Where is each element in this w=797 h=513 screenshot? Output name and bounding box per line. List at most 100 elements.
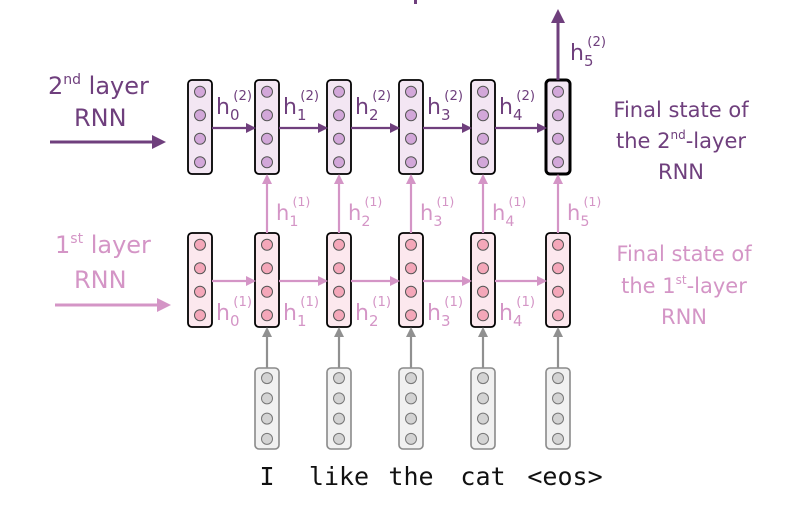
layer2-cell-2-unit-4 [333, 156, 345, 169]
layer2-cell-0-unit-4 [194, 156, 206, 169]
layer2-cell-0-unit-2 [194, 109, 206, 122]
vertical-state-label-2: h2(1) [348, 194, 382, 230]
layer2-cell-1-unit-4 [261, 156, 273, 169]
layer1-cell-0-unit-4 [194, 309, 206, 322]
input-cell-4-unit-3 [477, 412, 489, 425]
input-cell-2-unit-2 [333, 392, 345, 405]
layer1-cell-0 [187, 232, 213, 328]
input-word-5: <eos> [527, 462, 602, 491]
vertical-state-label-4: h4(1) [492, 194, 526, 230]
layer1-cell-2 [326, 232, 352, 328]
layer2-cell-4 [470, 79, 496, 175]
network: h0(2)h1(2)h2(2)h3(2)h4(2)h0(1)h1(1)h2(1)… [187, 9, 606, 491]
input-cell-3 [398, 367, 424, 450]
layer1-left-label: 1st layer RNN [55, 231, 151, 294]
layer2-cell-3-unit-2 [405, 109, 417, 122]
input-cell-2-unit-3 [333, 412, 345, 425]
layer1-cell-4-unit-2 [477, 262, 489, 275]
layer2-state-label-4: h4(2) [499, 89, 535, 124]
layer2-cell-0-unit-3 [194, 132, 206, 145]
layer2-cell-5 [544, 78, 572, 176]
layer2-cell-1-unit-1 [261, 85, 273, 98]
layer2-cell-1-unit-3 [261, 132, 273, 145]
layer1-cell-1-unit-2 [261, 262, 273, 275]
layer1-cell-1-unit-1 [261, 238, 273, 251]
layer1-state-label-1: h1(1) [283, 295, 319, 330]
layer2-cell-0 [187, 79, 213, 175]
input-cell-1-unit-1 [261, 372, 273, 385]
cropped-top-arrow [414, 0, 417, 4]
layer1-state-label-3: h3(1) [427, 295, 463, 330]
layer2-cell-0-unit-1 [194, 85, 206, 98]
input-cell-1-unit-2 [261, 392, 273, 405]
layer2-cell-4-unit-3 [477, 132, 489, 145]
output-state-label: h5(2) [570, 35, 606, 70]
layer1-left-label-line2: RNN [74, 266, 127, 294]
layer2-left-label-line2: RNN [74, 104, 127, 132]
layer1-cell-2-unit-4 [333, 309, 345, 322]
layer1-state-label-4: h4(1) [499, 295, 535, 330]
layer2-cell-3 [398, 79, 424, 175]
layer1-final-label-line2: the 1st-layer [621, 273, 747, 298]
layer2-final-state-label: Final state of the 2nd-layer RNN [613, 98, 749, 184]
input-cell-1-unit-4 [261, 432, 273, 445]
input-cell-4 [470, 367, 496, 450]
layer1-cell-5-unit-3 [552, 285, 564, 298]
layer2-final-label-line3: RNN [658, 160, 704, 184]
layer2-state-label-2: h2(2) [355, 89, 391, 124]
layer1-cell-0-unit-3 [194, 285, 206, 298]
input-cell-2-unit-4 [333, 432, 345, 445]
layer2-cell-5-unit-4 [552, 156, 564, 169]
layer2-cell-1 [254, 79, 280, 175]
layer1-cell-5-unit-2 [552, 262, 564, 275]
layer2-state-label-3: h3(2) [427, 89, 463, 124]
layer1-cell-1-unit-4 [261, 309, 273, 322]
layer2-cell-4-unit-1 [477, 85, 489, 98]
layer1-cell-0-unit-2 [194, 262, 206, 275]
layer2-cell-2-unit-2 [333, 109, 345, 122]
layer1-cell-4-unit-4 [477, 309, 489, 322]
input-word-3: the [388, 462, 433, 491]
layer1-cell-3 [398, 232, 424, 328]
layer2-cell-3-unit-1 [405, 85, 417, 98]
input-cell-2 [326, 367, 352, 450]
input-word-1: I [259, 462, 274, 491]
input-word-4: cat [460, 462, 505, 491]
layer2-cell-2 [326, 79, 352, 175]
vertical-state-label-5: h5(1) [567, 194, 601, 230]
layer1-cell-4-unit-1 [477, 238, 489, 251]
input-cell-5-unit-2 [552, 392, 564, 405]
layer1-state-label-2: h2(1) [355, 295, 391, 330]
layer1-cell-1 [254, 232, 280, 328]
layer2-left-label: 2nd layer RNN [48, 72, 149, 132]
input-cell-3-unit-1 [405, 372, 417, 385]
layer2-cell-5-unit-1 [552, 85, 564, 98]
layer1-cell-4 [470, 232, 496, 328]
layer2-final-label-line2: the 2nd-layer [616, 128, 746, 153]
input-cell-5-unit-3 [552, 412, 564, 425]
layer2-cell-2-unit-1 [333, 85, 345, 98]
input-cell-2-unit-1 [333, 372, 345, 385]
vertical-state-label-3: h3(1) [420, 194, 454, 230]
layer1-final-state-label: Final state of the 1st-layer RNN [616, 242, 752, 329]
layer1-cell-2-unit-1 [333, 238, 345, 251]
input-cell-1 [254, 367, 280, 450]
layer1-left-label-line1: 1st layer [55, 231, 151, 259]
layer2-cell-2-unit-3 [333, 132, 345, 145]
layer1-cell-3-unit-1 [405, 238, 417, 251]
layer2-cell-5-unit-2 [552, 109, 564, 122]
input-word-2: like [309, 462, 369, 491]
layer2-cell-4-unit-4 [477, 156, 489, 169]
input-cell-5-unit-4 [552, 432, 564, 445]
input-cell-1-unit-3 [261, 412, 273, 425]
layer2-final-label-line1: Final state of [613, 98, 749, 122]
layer1-cell-1-unit-3 [261, 285, 273, 298]
layer2-cell-5-unit-3 [552, 132, 564, 145]
layer2-cell-3-unit-4 [405, 156, 417, 169]
layer1-cell-0-unit-1 [194, 238, 206, 251]
input-cell-4-unit-1 [477, 372, 489, 385]
layer2-cell-4-unit-2 [477, 109, 489, 122]
layer1-cell-5-unit-4 [552, 309, 564, 322]
